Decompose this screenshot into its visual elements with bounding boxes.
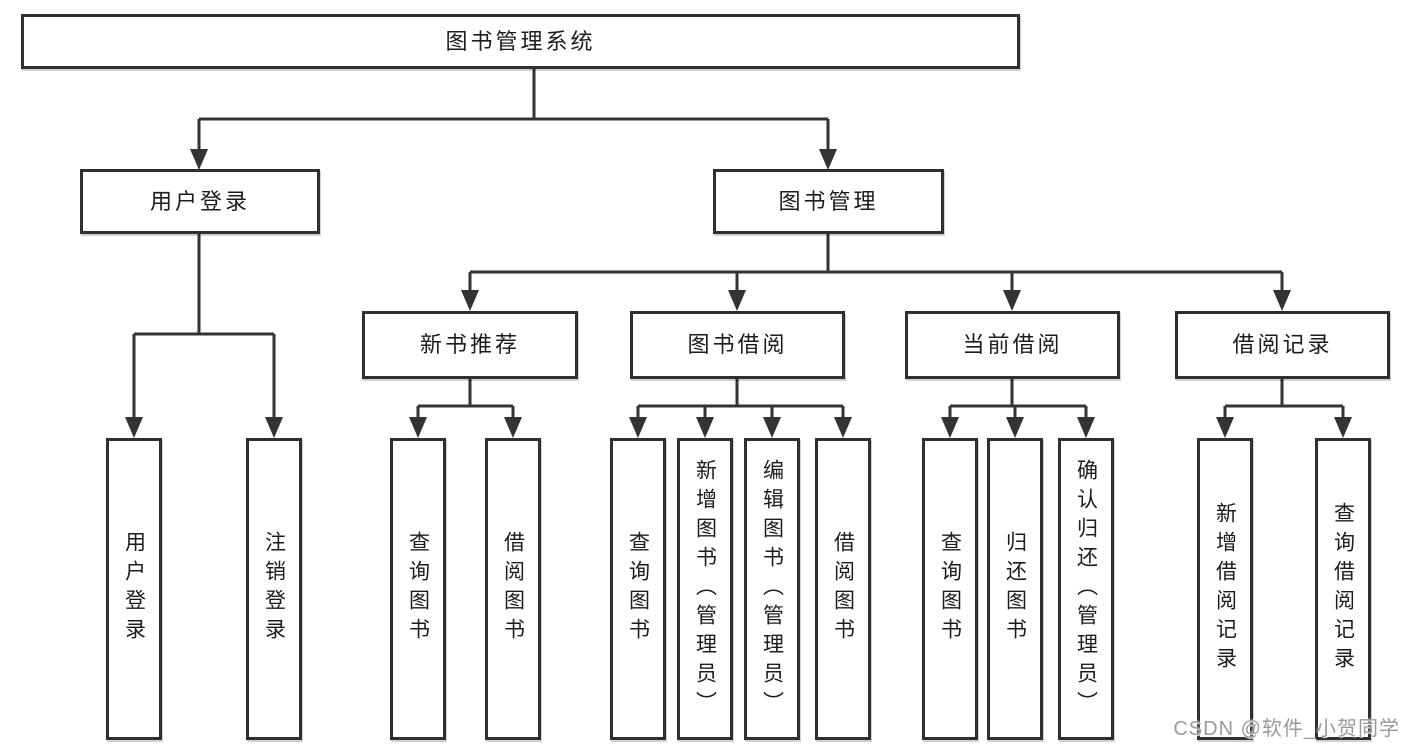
leaf-return-books: 归还图书 <box>987 438 1043 740</box>
node-borrow-records: 借阅记录 <box>1175 311 1390 379</box>
connector-user-login-split <box>132 234 276 418</box>
node-label: 图书管理 <box>778 188 879 214</box>
node-label: 图书借阅 <box>687 332 788 357</box>
node-label: 注销登录 <box>262 531 286 647</box>
arrowhead <box>1273 290 1291 311</box>
node-label: 新书推荐 <box>419 332 520 357</box>
arrowhead <box>1003 290 1021 311</box>
arrowhead <box>1006 417 1024 438</box>
leaf-add-books-admin: 新增图书（管理员） <box>677 438 733 740</box>
leaf-borrow-books-2: 借阅图书 <box>815 438 871 740</box>
arrowhead <box>1077 417 1095 438</box>
node-label: 借阅记录 <box>1232 332 1333 357</box>
leaf-logout: 注销登录 <box>246 438 302 740</box>
node-label: 新增借阅记录 <box>1213 502 1237 676</box>
connector-book-borrow-split <box>636 379 845 418</box>
leaf-add-borrow-record: 新增借阅记录 <box>1197 438 1253 740</box>
node-label: 查询图书 <box>626 531 650 647</box>
arrowhead <box>125 417 143 438</box>
node-label: 确认归还（管理员） <box>1074 458 1098 720</box>
arrowhead <box>834 417 852 438</box>
arrowhead <box>409 417 427 438</box>
node-new-book-recommend: 新书推荐 <box>362 311 578 379</box>
node-current-borrow: 当前借阅 <box>905 311 1120 379</box>
leaf-query-books-2: 查询图书 <box>610 438 666 740</box>
connector-new-book-split <box>416 379 515 418</box>
leaf-query-books-1: 查询图书 <box>390 438 446 740</box>
node-label: 用户登录 <box>149 188 250 214</box>
arrowhead <box>819 149 837 170</box>
arrowhead <box>941 417 959 438</box>
leaf-user-login: 用户登录 <box>106 438 162 740</box>
arrowhead <box>763 417 781 438</box>
node-label: 新增图书（管理员） <box>693 458 717 720</box>
connector-borrow-records-split <box>1223 379 1345 418</box>
node-label: 归还图书 <box>1003 531 1027 647</box>
arrowhead <box>728 290 746 311</box>
connector-root-split <box>197 69 830 150</box>
node-user-login: 用户登录 <box>80 169 320 234</box>
node-label: 当前借阅 <box>962 332 1063 357</box>
arrowhead <box>504 417 522 438</box>
arrowhead <box>265 417 283 438</box>
arrowhead <box>629 417 647 438</box>
node-label: 用户登录 <box>122 531 146 647</box>
node-label: 编辑图书（管理员） <box>760 458 784 720</box>
leaf-query-borrow-record: 查询借阅记录 <box>1315 438 1371 740</box>
node-book-borrow: 图书借阅 <box>630 311 845 379</box>
leaf-edit-books-admin: 编辑图书（管理员） <box>744 438 800 740</box>
node-label: 查询图书 <box>406 531 430 647</box>
node-label: 借阅图书 <box>501 531 525 647</box>
arrowhead <box>696 417 714 438</box>
leaf-confirm-return-admin: 确认归还（管理员） <box>1058 438 1114 740</box>
node-root-system: 图书管理系统 <box>21 14 1020 69</box>
leaf-query-books-3: 查询图书 <box>922 438 978 740</box>
node-label: 查询图书 <box>938 531 962 647</box>
node-label: 借阅图书 <box>831 531 855 647</box>
node-label: 图书管理系统 <box>445 28 596 54</box>
csdn-watermark: CSDN @软件_小贺同学 <box>1173 718 1400 740</box>
arrowhead <box>461 290 479 311</box>
node-book-management: 图书管理 <box>713 169 944 234</box>
arrowhead <box>1334 417 1352 438</box>
connector-book-mgmt-split <box>468 234 1284 290</box>
arrowhead <box>190 149 208 170</box>
connector-current-borrow-split <box>948 379 1088 418</box>
node-label: 查询借阅记录 <box>1331 502 1355 676</box>
arrowhead <box>1216 417 1234 438</box>
leaf-borrow-books-1: 借阅图书 <box>485 438 541 740</box>
